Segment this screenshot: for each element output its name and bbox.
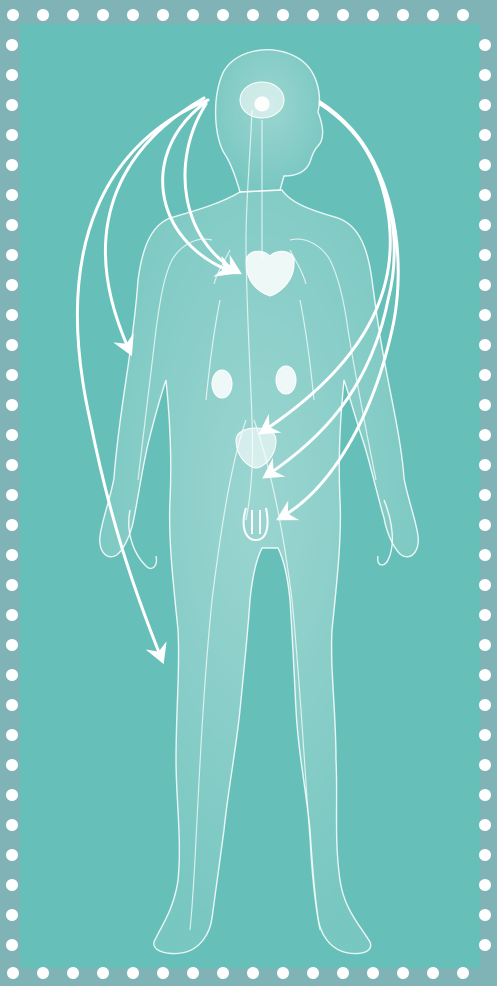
border-dot [6, 39, 18, 51]
border-dot [479, 729, 491, 741]
border-dot [6, 849, 18, 861]
border-dot [97, 967, 109, 979]
border-dot [479, 219, 491, 231]
border-dot [67, 967, 79, 979]
border-dot [127, 9, 139, 21]
border-dot [479, 459, 491, 471]
border-dot [37, 967, 49, 979]
border-dot [6, 159, 18, 171]
border-dot [479, 369, 491, 381]
border-dot [6, 459, 18, 471]
border-dot [6, 429, 18, 441]
border-dot [157, 967, 169, 979]
border-dot [97, 9, 109, 21]
left-kidney [212, 370, 232, 398]
border-dot [479, 399, 491, 411]
right-kidney [276, 366, 296, 394]
border-dot [479, 669, 491, 681]
border-dot [479, 99, 491, 111]
border-dot [6, 489, 18, 501]
border-dot [6, 909, 18, 921]
border-dot [479, 849, 491, 861]
border-dot [337, 967, 349, 979]
border-dot [6, 369, 18, 381]
border-dot [479, 339, 491, 351]
border-dot [479, 489, 491, 501]
border-dot [277, 9, 289, 21]
border-dot [6, 669, 18, 681]
border-dot [479, 909, 491, 921]
border-dot [6, 939, 18, 951]
border-dot [479, 609, 491, 621]
border-dot [247, 967, 259, 979]
border-dot [277, 967, 289, 979]
border-dot [6, 279, 18, 291]
border-dot [6, 699, 18, 711]
border-dot [6, 219, 18, 231]
border-dot [6, 789, 18, 801]
border-dot [217, 9, 229, 21]
border-dot [397, 967, 409, 979]
border-dot [187, 9, 199, 21]
border-dot [479, 579, 491, 591]
border-dot [479, 309, 491, 321]
pituitary [255, 97, 269, 111]
border-dot [479, 939, 491, 951]
border-dot [6, 639, 18, 651]
border-dot [6, 189, 18, 201]
border-dot [217, 967, 229, 979]
border-dot [479, 249, 491, 261]
border-dot [397, 9, 409, 21]
border-dot [479, 699, 491, 711]
border-dot [6, 69, 18, 81]
border-dot [367, 9, 379, 21]
border-dot [337, 9, 349, 21]
border-dot [307, 9, 319, 21]
border-dot [6, 309, 18, 321]
border-dot [427, 967, 439, 979]
border-dot [307, 967, 319, 979]
border-dot [479, 519, 491, 531]
border-dot [6, 549, 18, 561]
border-dot [479, 429, 491, 441]
border-dot [479, 279, 491, 291]
border-dot [127, 967, 139, 979]
border-dot [67, 9, 79, 21]
border-dot [6, 249, 18, 261]
border-dot [479, 189, 491, 201]
border-dot [479, 129, 491, 141]
border-dot [6, 399, 18, 411]
border-dot [457, 9, 469, 21]
border-dot [479, 819, 491, 831]
border-dot [479, 549, 491, 561]
border-dot [6, 759, 18, 771]
border-dot [479, 759, 491, 771]
border-dot [457, 967, 469, 979]
border-dot [187, 967, 199, 979]
border-dot [6, 99, 18, 111]
border-dot [247, 9, 259, 21]
border-dot [6, 729, 18, 741]
border-dot [6, 579, 18, 591]
border-dot [6, 519, 18, 531]
border-dot [479, 879, 491, 891]
border-dot [37, 9, 49, 21]
border-dot [479, 639, 491, 651]
border-dot [479, 159, 491, 171]
border-dot [479, 789, 491, 801]
border-dot [7, 9, 19, 21]
border-dot [6, 879, 18, 891]
border-dot [7, 967, 19, 979]
border-dot [6, 339, 18, 351]
border-dot [427, 9, 439, 21]
border-dot [6, 819, 18, 831]
border-dot [479, 69, 491, 81]
border-dot [367, 967, 379, 979]
border-dot [479, 39, 491, 51]
border-dot [6, 609, 18, 621]
border-dot [6, 129, 18, 141]
border-dot [157, 9, 169, 21]
